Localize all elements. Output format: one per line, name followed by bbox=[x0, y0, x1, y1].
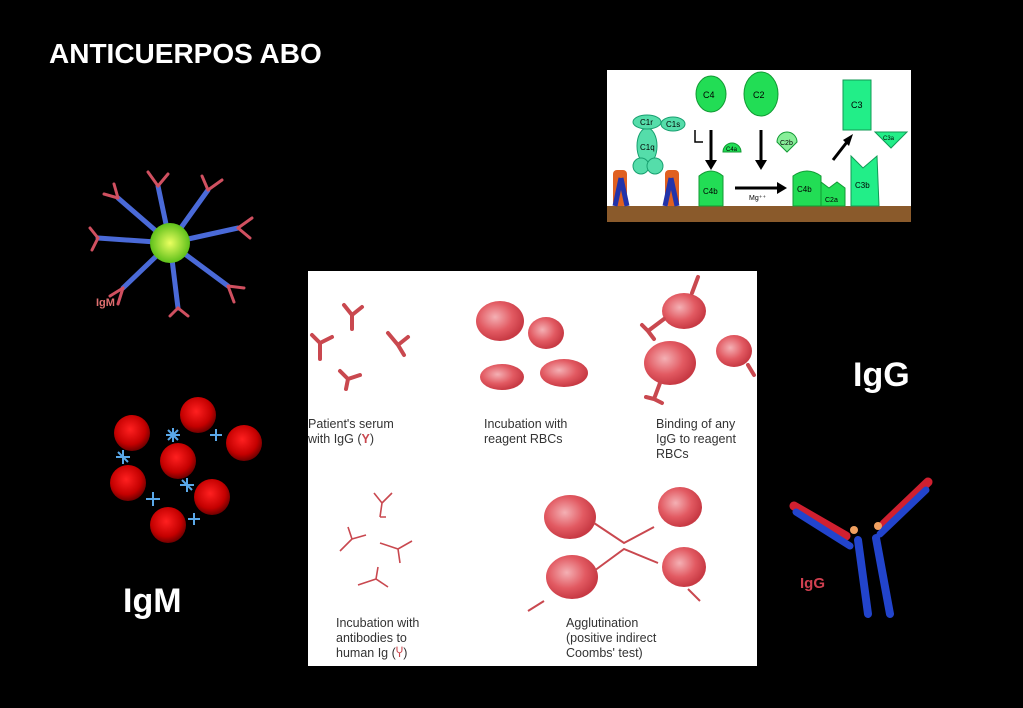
igm-agglutination-image bbox=[110, 397, 262, 543]
c1s-label: C1s bbox=[666, 120, 680, 129]
c4a-label: C4a bbox=[726, 147, 738, 153]
coombs-caption-2: Incubation with reagent RBCs bbox=[484, 417, 568, 446]
igg-label: IgG bbox=[853, 356, 910, 394]
coombs-caption-4-end: ) bbox=[403, 646, 408, 660]
igm-pentamer-image: IgM bbox=[88, 170, 254, 318]
coombs-caption-3: Binding of any IgG to reagent RBCs bbox=[656, 417, 736, 461]
complement-cascade-diagram: C1r C1s C1q C4 C2 C4a C2b C4b Mg⁺⁺ C4b C… bbox=[607, 71, 911, 222]
c4b-label-1: C4b bbox=[703, 187, 718, 196]
coombs-caption-1: Patient's serum with IgG (Y) bbox=[308, 417, 394, 447]
coombs-caption-5: Agglutination (positive indirect Coombs'… bbox=[566, 616, 657, 660]
c3b-label: C3b bbox=[855, 181, 870, 190]
coombs-caption-4-text: Incubation with antibodies to human Ig ( bbox=[336, 616, 420, 660]
coombs-caption-1-end: ) bbox=[369, 432, 375, 446]
c4-label: C4 bbox=[703, 90, 715, 100]
c1r-label: C1r bbox=[640, 118, 653, 127]
igg-antibody-image: IgG bbox=[789, 477, 933, 618]
igg-image-tag: IgG bbox=[800, 575, 825, 592]
slide-title: ANTICUERPOS ABO bbox=[49, 38, 322, 69]
coombs-test-diagram bbox=[310, 275, 756, 612]
coombs-caption-4: Incubation with antibodies to human Ig (… bbox=[336, 616, 419, 661]
anti-ig-inline-icon: Ⴤ bbox=[395, 646, 404, 660]
igm-label: IgM bbox=[123, 582, 182, 620]
igm-image-tag: IgM bbox=[96, 297, 115, 309]
c2a-label: C2a bbox=[825, 197, 838, 204]
coombs-caption-1-text: Patient's serum with IgG ( bbox=[308, 417, 394, 446]
mg-label: Mg⁺⁺ bbox=[749, 195, 766, 202]
c4b-label-2: C4b bbox=[797, 185, 812, 194]
c1q-label: C1q bbox=[640, 143, 655, 152]
c2-label: C2 bbox=[753, 90, 765, 100]
c3a-label: C3a bbox=[883, 136, 895, 142]
c2b-label: C2b bbox=[780, 140, 793, 147]
complement-cascade-panel: C1r C1s C1q C4 C2 C4a C2b C4b Mg⁺⁺ C4b C… bbox=[607, 70, 911, 222]
igg-inline-icon: Y bbox=[361, 432, 370, 446]
coombs-test-panel: Patient's serum with IgG (Y) Incubation … bbox=[308, 271, 757, 666]
c3-label: C3 bbox=[851, 100, 863, 110]
